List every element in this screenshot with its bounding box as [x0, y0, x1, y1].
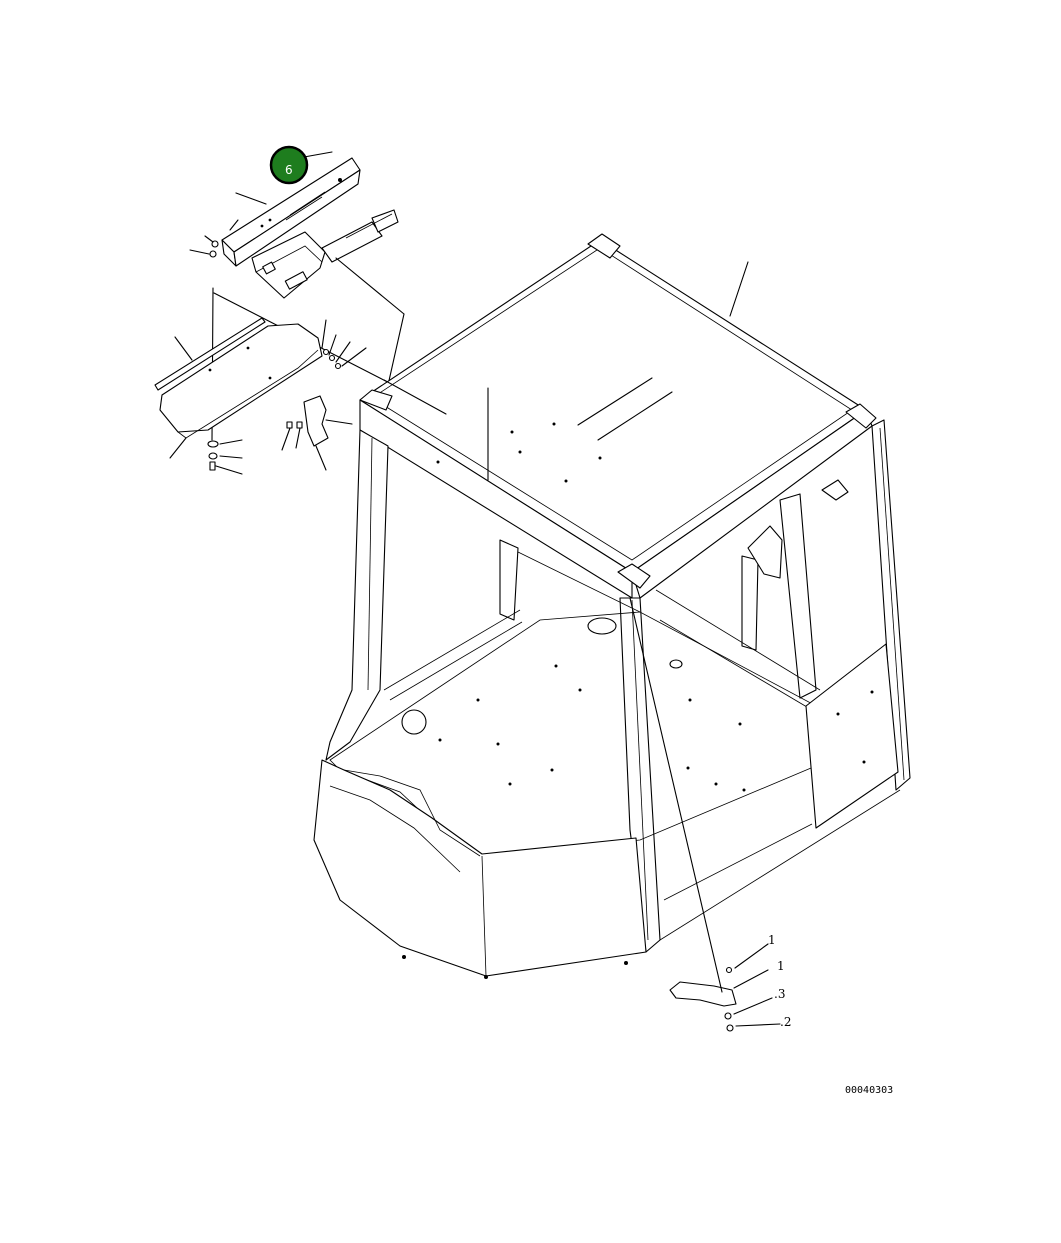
radio-bracket-assembly — [189, 151, 453, 441]
part-label-3: .3 — [774, 987, 785, 1001]
callout-6-circle[interactable] — [269, 145, 309, 185]
drawing-code: 00040303 — [845, 1085, 893, 1096]
part-label-1b: 1 — [777, 959, 785, 973]
cab-frame — [313, 233, 911, 979]
callout-6-label: 6 — [285, 163, 293, 177]
part-label-2: .2 — [780, 1015, 791, 1029]
side-bracket — [281, 395, 353, 471]
lower-mount-bracket — [629, 597, 781, 1032]
tray-channel — [154, 317, 367, 475]
callout-6-badge[interactable]: 6 — [269, 145, 309, 185]
part-label-1a: 1 — [768, 933, 776, 947]
